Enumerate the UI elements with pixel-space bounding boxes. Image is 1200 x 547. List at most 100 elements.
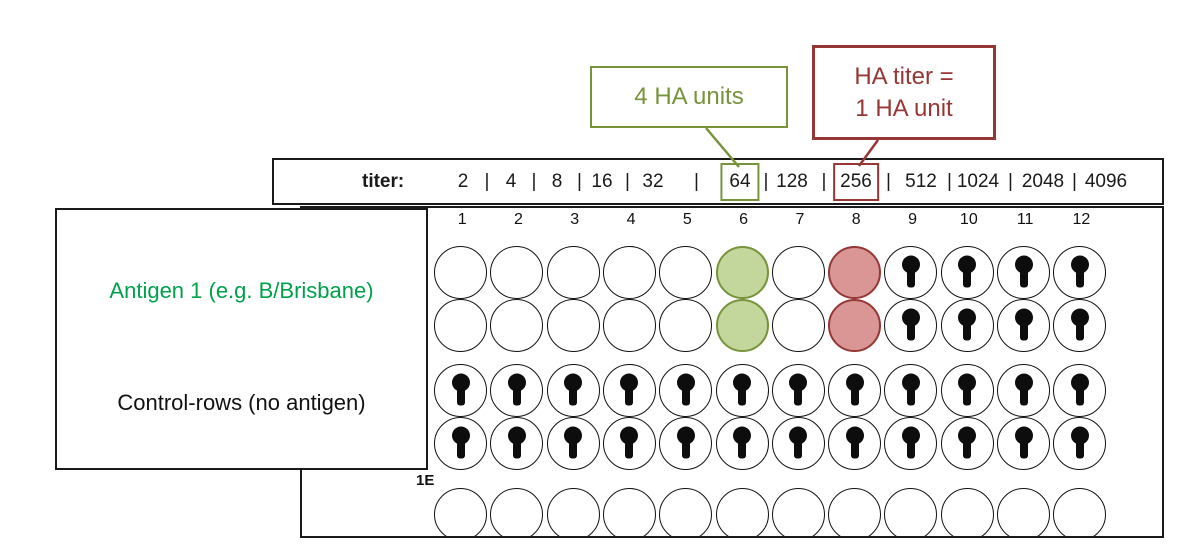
titer-separator: | — [577, 170, 582, 192]
antigen-row-1-well-8-red — [828, 246, 882, 299]
antigen-row-label: Antigen 1 (e.g. B/Brisbane) — [109, 278, 374, 303]
column-number-1: 1 — [457, 211, 467, 228]
rbc-pellet-icon — [901, 426, 921, 459]
rbc-pellet-icon — [451, 426, 471, 459]
control-row-2-well-3-button — [546, 417, 600, 470]
titer-value-4096: 4096 — [1084, 170, 1128, 192]
titer-separator: | — [947, 170, 952, 192]
rbc-pellet-icon — [901, 308, 921, 341]
partial-row-well-9 — [884, 488, 938, 536]
antigen-row-2-well-2 — [490, 299, 544, 352]
rbc-pellet-icon — [1070, 255, 1090, 288]
control-row-2-well-6-button — [715, 417, 769, 470]
rbc-pellet-icon — [732, 426, 752, 459]
antigen-row-1-well-6-green — [715, 246, 769, 299]
column-number-10: 10 — [959, 211, 978, 228]
rbc-pellet-icon — [957, 255, 977, 288]
control-row-2-well-11-button — [997, 417, 1050, 470]
titer-values: 2|4|8|16|32|64|128|256|512|1024|2048|409… — [274, 160, 1162, 203]
control-row-1-well-4-button — [602, 364, 656, 417]
antigen-row-1-well-12-button — [1053, 246, 1107, 299]
titer-bar: titer: 2|4|8|16|32|64|128|256|512|1024|2… — [272, 158, 1164, 205]
titer-value-8: 8 — [551, 170, 563, 192]
antigen-row-2-well-5 — [659, 299, 713, 352]
rbc-pellet-icon — [1014, 426, 1034, 459]
column-number-4: 4 — [626, 211, 636, 228]
control-row-1-well-6-button — [715, 364, 769, 417]
partial-row-well-7 — [771, 488, 825, 536]
rbc-pellet-icon — [1070, 308, 1090, 341]
titer-value-64: 64 — [720, 162, 760, 201]
rbc-pellet-icon — [845, 426, 865, 459]
control-row-2-well-9-button — [884, 417, 938, 470]
rbc-pellet-icon — [957, 426, 977, 459]
partial-row-well-6 — [715, 488, 769, 536]
rbc-pellet-icon — [788, 426, 808, 459]
antigen-row-2-well-8-red — [828, 299, 882, 352]
column-number-2: 2 — [513, 211, 523, 228]
column-number-6: 6 — [739, 211, 749, 228]
antigen-row-2-well-12-button — [1053, 299, 1107, 352]
antigen-row-2-well-7 — [771, 299, 825, 352]
control-row-1-well-10-button — [940, 364, 994, 417]
rbc-pellet-icon — [676, 426, 696, 459]
control-row-1-well-7-button — [771, 364, 825, 417]
partial-row-well-2 — [490, 488, 544, 536]
antigen-row-2-well-9-button — [884, 299, 938, 352]
titer-separator: | — [886, 170, 891, 192]
control-row-2-well-8-button — [828, 417, 882, 470]
titer-separator: | — [1008, 170, 1013, 192]
control-row-1-well-8-button — [828, 364, 882, 417]
callout-ha-titer-line1: HA titer = — [854, 63, 954, 91]
column-number-11: 11 — [1016, 211, 1034, 228]
rbc-pellet-icon — [507, 373, 527, 406]
titer-separator: | — [484, 170, 490, 192]
antigen-row-2-well-6-green — [715, 299, 769, 352]
antigen-row-2-well-10-button — [940, 299, 994, 352]
control-row-1-well-2-button — [490, 364, 544, 417]
column-number-12: 12 — [1072, 211, 1091, 228]
titer-value-128: 128 — [776, 170, 808, 192]
rbc-pellet-icon — [845, 373, 865, 406]
rbc-pellet-icon — [451, 373, 471, 406]
column-number-7: 7 — [795, 211, 805, 228]
antigen-row-1-well-3 — [546, 246, 600, 299]
titer-value-1024: 1024 — [956, 170, 1000, 192]
antigen-row-2-well-1 — [434, 299, 487, 352]
antigen-row-1-well-1 — [434, 246, 487, 299]
control-row-1-well-11-button — [997, 364, 1050, 417]
rbc-pellet-icon — [1014, 255, 1034, 288]
titer-value-32: 32 — [642, 170, 664, 192]
partial-row-well-8 — [828, 488, 882, 536]
control-row-2-well-2-button — [490, 417, 544, 470]
rbc-pellet-icon — [901, 255, 921, 288]
antigen-row-1-well-10-button — [940, 246, 994, 299]
titer-separator: | — [1072, 170, 1077, 192]
titer-separator: | — [531, 170, 537, 192]
antigen-row-1-well-9-button — [884, 246, 938, 299]
rbc-pellet-icon — [676, 373, 696, 406]
rbc-pellet-icon — [901, 373, 921, 406]
titer-value-512: 512 — [905, 170, 937, 192]
column-number-5: 5 — [682, 211, 692, 228]
callout-ha-titer: HA titer = 1 HA unit — [812, 45, 996, 140]
partial-row-well-11 — [997, 488, 1050, 536]
partial-row-well-1 — [434, 488, 487, 536]
control-row-2-well-1-button — [434, 417, 487, 470]
rbc-pellet-icon — [732, 373, 752, 406]
titer-separator: | — [625, 170, 630, 192]
rbc-pellet-icon — [1014, 373, 1034, 406]
antigen-row-2-well-3 — [546, 299, 600, 352]
antigen-row-1-well-11-button — [997, 246, 1050, 299]
control-row-2-well-12-button — [1053, 417, 1107, 470]
rbc-pellet-icon — [619, 426, 639, 459]
partial-row-well-4 — [602, 488, 656, 536]
control-row-1-well-5-button — [659, 364, 713, 417]
legend-box: Antigen 1 (e.g. B/Brisbane) Control-rows… — [55, 208, 428, 470]
control-row-label: Control-rows (no antigen) — [117, 390, 366, 415]
column-number-8: 8 — [851, 211, 861, 228]
callout-4ha-units: 4 HA units — [590, 66, 788, 128]
